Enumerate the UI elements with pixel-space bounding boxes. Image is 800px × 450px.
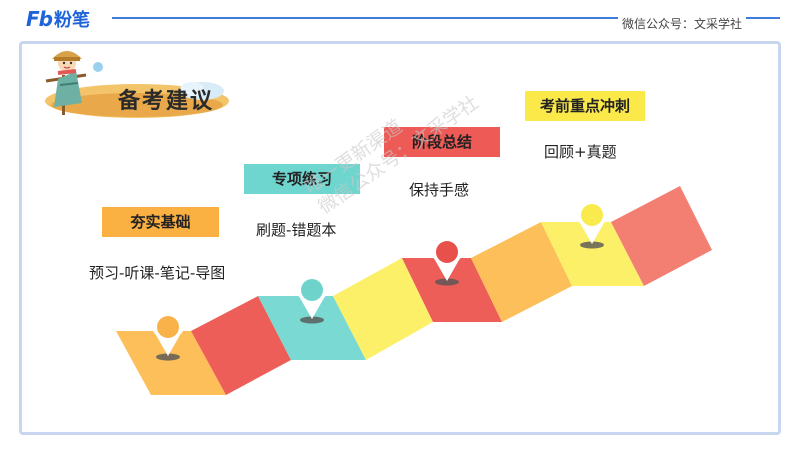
map-pin-2 (295, 268, 329, 324)
slide-frame (19, 41, 781, 435)
top-bar: Fb 粉笔 微信公众号：文采学社 (0, 0, 800, 40)
stage-desc-3: 保持手感 (409, 181, 470, 199)
logo-mark: Fb (26, 7, 53, 31)
page-title: 备考建议 (118, 89, 215, 114)
map-pin-4 (575, 193, 610, 249)
stage-desc-1: 预习-听课-笔记-导图 (89, 264, 226, 282)
stair-step-5 (402, 258, 502, 322)
logo-text: 粉笔 (53, 10, 90, 31)
stage-desc-2: 刷题-错题本 (256, 221, 337, 239)
stair-step-6 (471, 222, 572, 322)
wechat-account-label: 微信公众号：文采学社 (618, 15, 747, 32)
map-pin-3 (429, 230, 464, 286)
stage-tag-3: 阶段总结 (384, 127, 500, 157)
scarecrow-illustration (45, 51, 229, 118)
stair-step-7 (541, 222, 644, 286)
stage-tag-2: 专项练习 (244, 164, 360, 194)
stage-desc-4: 回顾+真题 (544, 143, 617, 161)
map-pin-1 (151, 305, 185, 361)
stair-step-2 (191, 296, 291, 395)
stair-step-1 (116, 331, 226, 395)
stair-step-4 (333, 258, 433, 360)
header-rule (112, 17, 780, 19)
fenbi-logo: Fb 粉笔 (26, 6, 90, 32)
stair-step-8 (611, 186, 712, 286)
stage-tag-4: 考前重点冲刺 (525, 91, 645, 121)
stage-tag-1: 夯实基础 (102, 207, 219, 237)
stair-step-3 (258, 296, 366, 360)
